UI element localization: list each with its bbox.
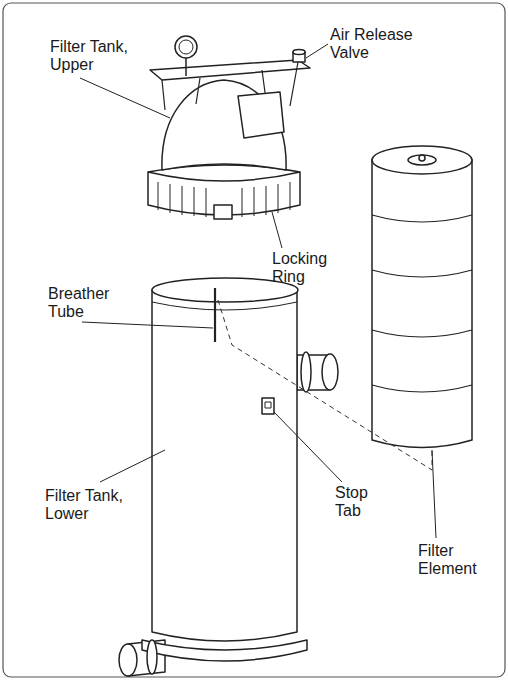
part-label: Breather Tube: [48, 285, 123, 321]
dome: [162, 80, 286, 170]
rib: [158, 182, 159, 210]
part-label: Filter Element: [418, 542, 488, 578]
hub-hole: [419, 155, 425, 161]
rim-band: [152, 302, 297, 310]
inlet-end: [119, 644, 137, 676]
window: [238, 92, 284, 138]
leader-line: [80, 78, 170, 118]
element-top: [372, 146, 472, 174]
frame: [3, 3, 505, 677]
element-bands: [372, 215, 472, 392]
rib: [194, 187, 195, 216]
base-flange: [142, 640, 307, 661]
part-label: Air Release Valve: [330, 26, 425, 62]
rib: [266, 186, 267, 215]
leader-lines: [80, 44, 436, 538]
leader-line: [82, 322, 213, 328]
rib: [242, 188, 243, 217]
part-label: Locking Ring: [272, 250, 342, 286]
leader-line: [306, 44, 328, 58]
gauge-stem: [185, 58, 187, 76]
valve-top: [293, 50, 305, 55]
lower-tank: [119, 278, 338, 676]
rib: [206, 188, 207, 217]
part-label: Filter Tank, Upper: [50, 38, 150, 74]
leader-line: [274, 412, 342, 482]
outlet-collar: [301, 352, 311, 392]
element-body: [372, 160, 472, 448]
leader-line: [272, 212, 282, 248]
tank-body: [152, 290, 297, 641]
element-hub: [408, 155, 436, 165]
leader-line: [100, 450, 165, 482]
rib: [254, 187, 255, 216]
rib: [182, 186, 183, 215]
assembly-path: [218, 300, 432, 470]
rib: [170, 184, 171, 213]
upper-tank: [148, 36, 310, 219]
stop-tab-slot: [265, 402, 271, 408]
rib: [278, 184, 279, 213]
stop-tab: [262, 398, 274, 414]
outlet-end: [322, 354, 338, 390]
gauge: [175, 36, 197, 58]
part-label: Filter Tank, Lower: [45, 487, 145, 523]
part-label: Stop Tab: [335, 484, 383, 520]
ring-tab: [214, 205, 232, 219]
inlet-collar: [147, 640, 157, 674]
leader-line: [432, 450, 436, 538]
gauge-face: [179, 40, 193, 54]
top-plate: [150, 60, 310, 80]
rib: [290, 182, 291, 210]
filter-element: [372, 146, 472, 448]
breather-tube: [214, 288, 216, 342]
